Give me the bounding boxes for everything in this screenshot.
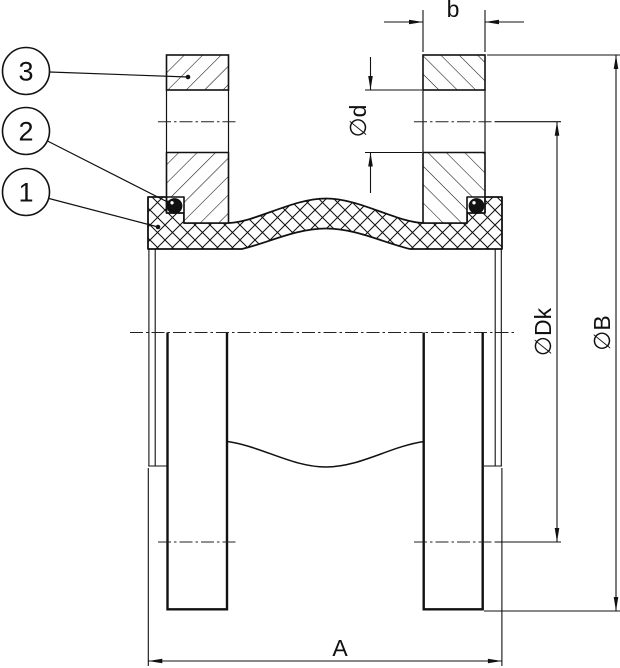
flange-right-lower-outline [422, 332, 484, 611]
A-arrow-right [487, 658, 502, 664]
d-arrow-top [368, 76, 373, 90]
dimension-d: ∅d [345, 57, 422, 193]
sealing-bead-right [468, 198, 485, 214]
flange-right-lower-block [422, 151, 486, 224]
dimension-dk: ∅Dk [495, 121, 561, 543]
flange-right-upper-block [422, 54, 486, 91]
B-arrow-bottom [613, 597, 619, 611]
dk-arrow-top [554, 121, 560, 136]
leader-line-3 [49, 71, 189, 78]
balloon-2-number: 2 [18, 117, 33, 147]
A-arrow-left [148, 658, 163, 664]
balloon-3 [1, 46, 51, 96]
callout-2: 2 [1, 106, 171, 205]
balloon-1-number: 1 [18, 178, 33, 208]
leader-line-2 [47, 140, 169, 204]
callout-1: 1 [1, 167, 161, 230]
b-arrow-right [485, 19, 499, 25]
dimension-label-B: ∅B [589, 315, 615, 350]
dk-arrow-bottom [554, 528, 560, 542]
balloon-3-number: 3 [18, 57, 33, 87]
rubber-bellows-body [147, 196, 503, 250]
flange-left-lower-outline [166, 332, 229, 611]
centerlines [130, 121, 516, 543]
dimension-label-b: b [447, 0, 460, 22]
lower-exterior-view [166, 332, 484, 611]
flange-left-upper-block [165, 54, 230, 91]
dimension-label-A: A [332, 635, 348, 661]
balloon-1 [1, 167, 51, 217]
leader-dot-2 [166, 200, 171, 205]
dimension-b: b [384, 0, 524, 52]
leader-dot-3 [185, 74, 191, 80]
bead-left-highlight [170, 201, 174, 205]
dimension-label-dk: ∅Dk [530, 307, 556, 356]
leader-line-1 [48, 197, 159, 228]
bead-right-highlight [472, 201, 476, 205]
leader-dot-1 [155, 224, 161, 230]
dimension-B: ∅B [484, 54, 620, 612]
dimension-A: A [147, 468, 503, 666]
b-arrow-left [409, 19, 423, 25]
rubber-bellows-section [147, 196, 503, 250]
end-face-edges [148, 249, 502, 467]
callout-3: 3 [1, 46, 191, 96]
d-arrow-bottom [368, 152, 373, 167]
dimension-label-d: ∅d [345, 105, 371, 138]
flange-left-section [165, 54, 230, 224]
bellows-bulge-silhouette [227, 440, 425, 468]
flange-left-lower-block [165, 151, 230, 224]
B-arrow-top [613, 55, 619, 69]
balloon-2 [1, 106, 51, 156]
bead-right-circle [468, 198, 485, 214]
flange-right-section [422, 54, 486, 224]
sealing-bead-left [166, 198, 183, 214]
